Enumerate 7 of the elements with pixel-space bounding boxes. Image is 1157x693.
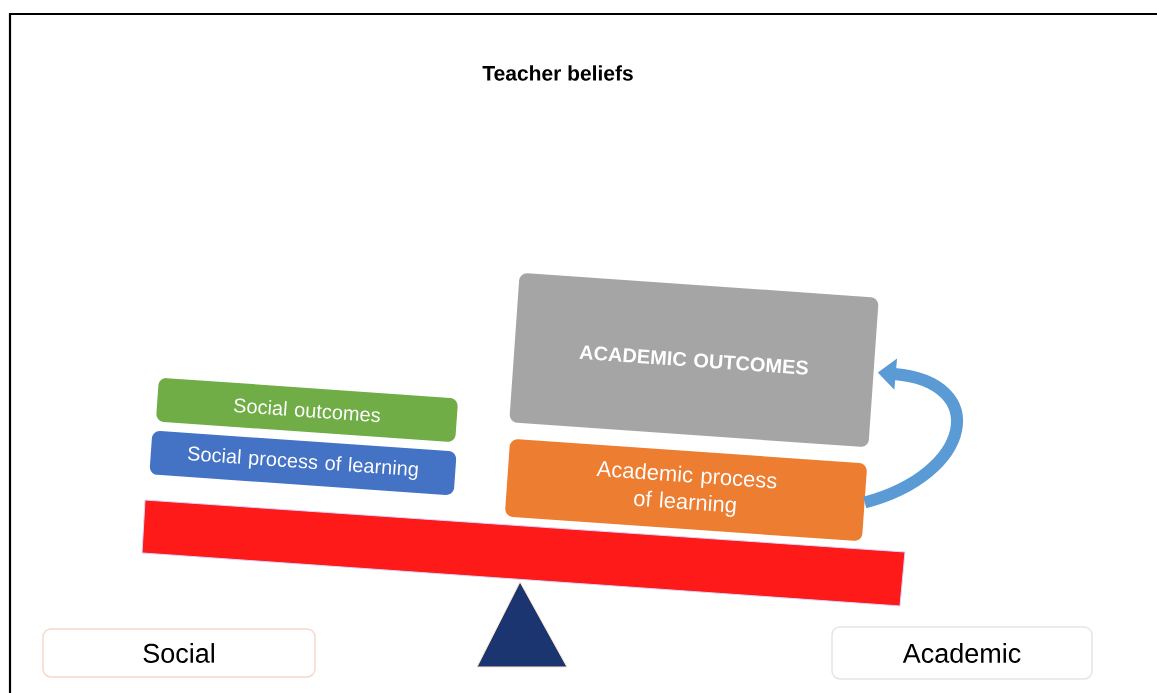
label-box: Social (42, 628, 316, 678)
outcome-box: Social outcomes (156, 378, 458, 442)
label-box: Academic (831, 626, 1093, 680)
title: Teacher beliefs (482, 65, 633, 81)
process-box: Academic process of learning (505, 439, 867, 541)
process-box: Social process of learning (149, 430, 457, 495)
outcome-box: ACADEMIC OUTCOMES (509, 273, 879, 447)
